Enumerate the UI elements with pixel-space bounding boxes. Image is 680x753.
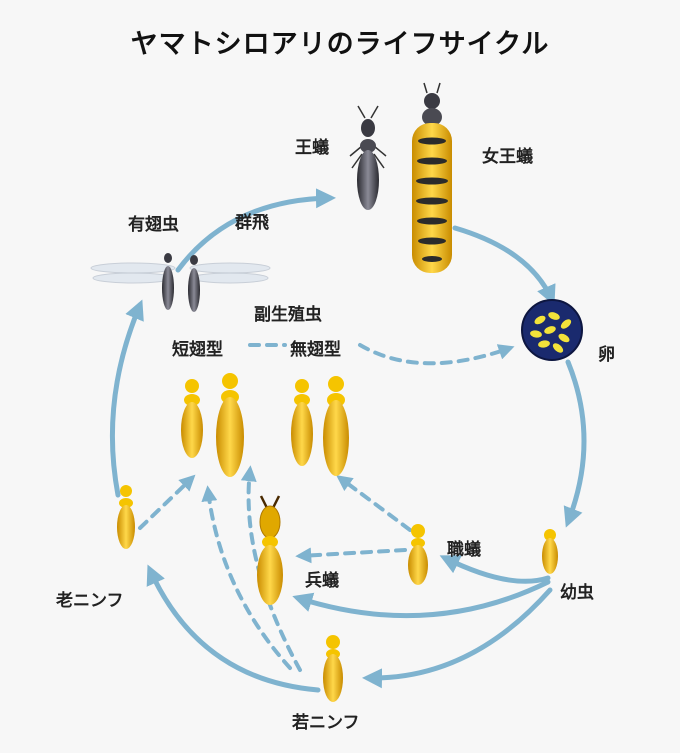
alate-termites — [90, 253, 271, 312]
label-queen: 女王蟻 — [482, 147, 533, 167]
young-nymph — [323, 635, 343, 702]
label-wingless: 無翅型 — [290, 340, 341, 360]
short-wing-neotenic-1 — [181, 379, 203, 458]
arrow-queen-to-egg — [452, 225, 556, 306]
dashed-arrows — [138, 343, 515, 672]
dashed-old-nymph-to-shortwing — [138, 474, 196, 530]
larva — [542, 529, 558, 574]
queen-termite — [412, 82, 452, 273]
dashed-young-nymph-to-shortwing-a — [201, 485, 292, 670]
label-young-nymph: 若ニンフ — [292, 713, 360, 733]
diagram-title: ヤマトシロアリのライフサイクル — [130, 29, 550, 60]
arrow-larva-to-worker — [439, 555, 551, 584]
old-nymph — [117, 485, 135, 549]
king-termite — [349, 105, 387, 210]
label-king: 王蟻 — [295, 138, 329, 158]
worker-termite — [408, 524, 428, 585]
label-neotenics: 副生殖虫 — [254, 305, 322, 325]
egg-cluster — [521, 299, 583, 361]
label-alate: 有翅虫 — [128, 215, 179, 235]
label-swarming: 群飛 — [235, 213, 269, 233]
label-worker: 職蟻 — [447, 540, 481, 560]
dashed-wingless-to-egg — [358, 343, 515, 366]
dashed-worker-to-soldier — [295, 547, 407, 564]
arrow-larva-to-soldier — [292, 579, 551, 619]
label-egg: 卵 — [598, 345, 615, 365]
arrow-swarm-to-king — [175, 188, 336, 273]
arrow-young-nymph-to-old-nymph — [146, 564, 321, 693]
label-soldier: 兵蟻 — [305, 571, 339, 591]
short-wing-neotenic-2 — [216, 373, 244, 477]
label-larva: 幼虫 — [560, 583, 594, 603]
arrow-egg-to-larva — [563, 359, 587, 528]
arrow-larva-to-young-nymph — [362, 587, 553, 689]
wingless-neotenic-2 — [323, 376, 349, 476]
label-old-nymph: 老ニンフ — [56, 591, 124, 611]
label-short-wing: 短翅型 — [172, 340, 223, 360]
soldier-termite — [257, 495, 283, 605]
cycle-arrows — [109, 188, 587, 693]
arrow-old-nymph-to-alate — [109, 299, 144, 498]
wingless-neotenic-1 — [291, 379, 313, 466]
dashed-worker-to-wingless — [336, 475, 412, 532]
dashed-young-nymph-to-shortwing-b — [240, 465, 302, 672]
